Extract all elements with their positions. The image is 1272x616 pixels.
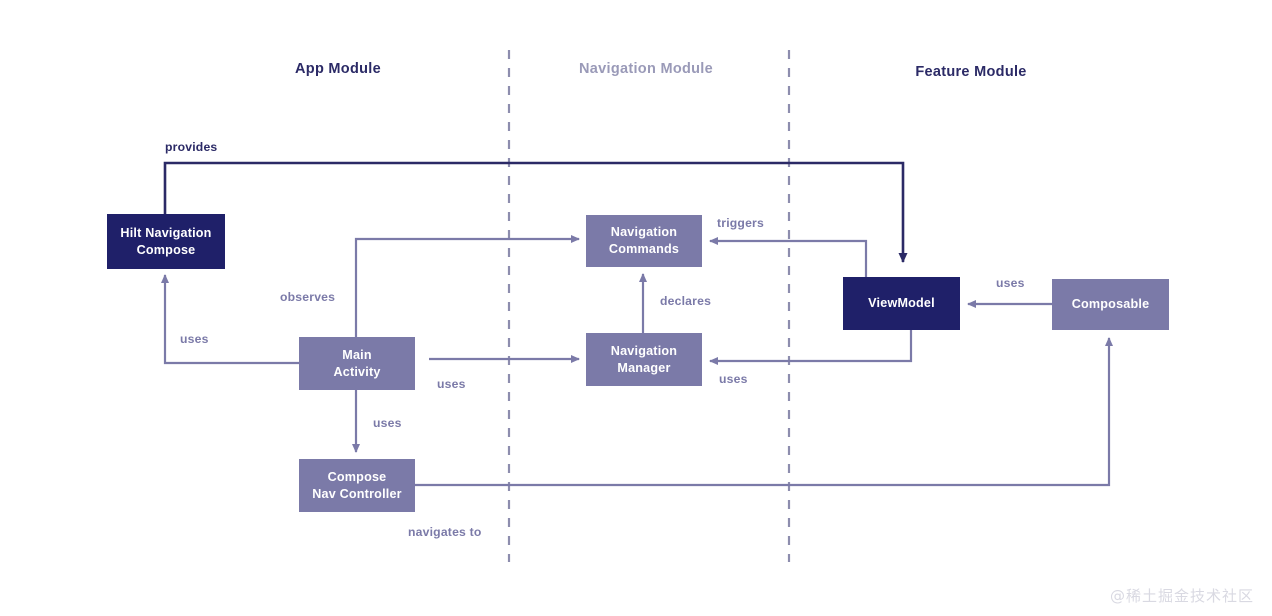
lane-title-app-module: App Module [295, 61, 381, 77]
lane-title-feature-module: Feature Module [915, 64, 1027, 80]
node-composable[interactable]: Composable [1052, 279, 1169, 330]
node-viewmodel[interactable]: ViewModel [843, 277, 960, 330]
edge-uses-hilt [161, 274, 299, 365]
edge-label-observes: observes [280, 290, 336, 304]
watermark-text: @稀土掘金技术社区 [1109, 587, 1254, 605]
edge-label-uses-composable-viewmodel: uses [996, 276, 1025, 290]
edge-label-navigates-to: navigates to [408, 525, 482, 539]
edge-label-provides: provides [165, 140, 218, 154]
edge-triggers [709, 237, 868, 277]
edge-provides [163, 161, 908, 263]
lane-title-navigation-module: Navigation Module [579, 61, 713, 77]
edge-label-triggers: triggers [717, 216, 764, 230]
edge-observes [354, 235, 580, 337]
edge-label-uses-navmanager: uses [437, 377, 466, 391]
edge-label-uses-hilt: uses [180, 332, 209, 346]
edge-label-declares: declares [660, 294, 712, 308]
edge-uses-viewmodel-navmanager [709, 330, 913, 365]
edge-label-uses-navcontroller: uses [373, 416, 402, 430]
edge-label-uses-viewmodel-navmanager: uses [719, 372, 748, 386]
edge-navigates-to [415, 337, 1113, 487]
